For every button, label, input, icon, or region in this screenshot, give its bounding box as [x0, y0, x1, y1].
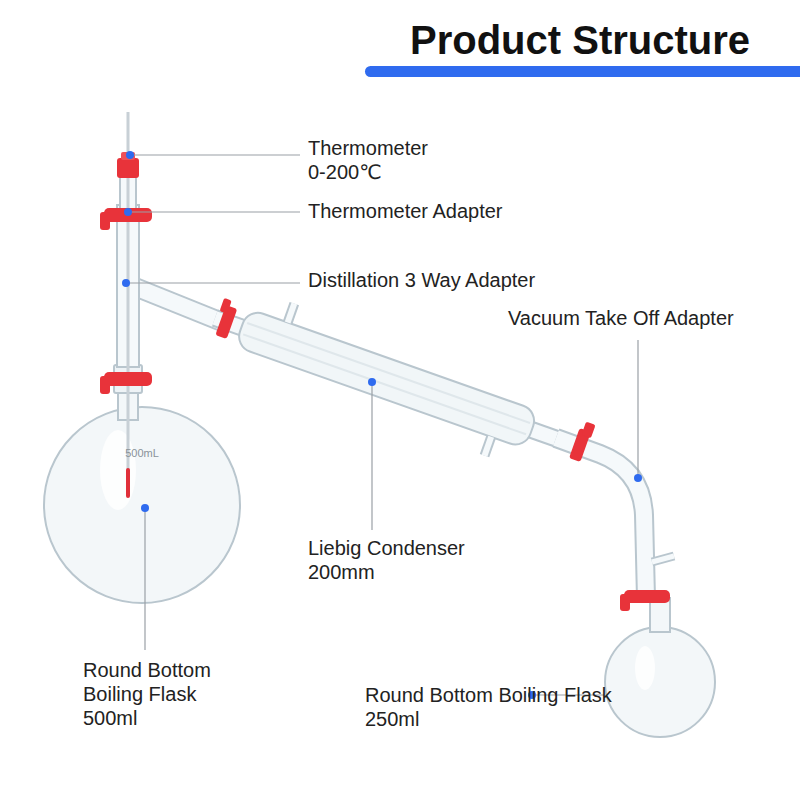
glass-highlight	[100, 430, 136, 510]
part-label: Thermometer Adapter	[308, 199, 608, 223]
clip-tab	[620, 594, 630, 611]
hose-nipple	[485, 437, 492, 456]
cooling-jacket	[235, 308, 539, 448]
inner-wall	[243, 334, 526, 434]
leader-lines	[126, 155, 638, 695]
boiling-flask-small	[605, 627, 715, 737]
vacuum-adapter	[556, 438, 646, 598]
part-label: Distillation 3 Way Adapter	[308, 268, 638, 292]
hose-nipple	[288, 304, 295, 323]
leader-line	[130, 154, 300, 155]
leader-dot	[141, 504, 149, 512]
page-title: Product Structure	[410, 16, 750, 64]
title-bar	[365, 66, 800, 77]
vacuum-adapter-outline	[556, 438, 646, 598]
joint-clip	[100, 372, 152, 394]
part-label: Round Bottom Boiling Flask 250ml	[365, 683, 635, 731]
screw-cap-top	[121, 152, 135, 160]
leader-line	[144, 508, 145, 650]
side-arm-outline	[135, 287, 222, 322]
clip-body	[104, 208, 152, 222]
joint-clip	[100, 208, 152, 230]
clip-body	[624, 590, 670, 603]
glass-highlight	[635, 646, 655, 690]
clip-tab	[581, 422, 595, 439]
inner-wall	[247, 323, 530, 423]
clip-tab	[100, 376, 110, 394]
leader-line	[126, 282, 300, 283]
side-arm	[135, 287, 222, 322]
leader-dots	[122, 151, 642, 699]
leader-line	[371, 382, 372, 530]
leader-dot	[122, 279, 130, 287]
part-label: Vacuum Take Off Adapter	[508, 306, 798, 330]
boiling-flask-large	[44, 407, 240, 603]
volume-marking: 500mL	[112, 447, 172, 460]
clip-tab	[100, 212, 110, 230]
leader-line	[637, 340, 638, 478]
leader-dot	[368, 378, 376, 386]
joint-clip	[620, 590, 670, 611]
clip-tab	[220, 298, 232, 314]
part-label: Round Bottom Boiling Flask 500ml	[83, 658, 233, 730]
leader-dot	[124, 208, 132, 216]
hose-nipple	[288, 304, 295, 323]
leader-line	[128, 211, 300, 212]
vacuum-nipple	[652, 556, 674, 562]
joint-clip	[569, 420, 596, 462]
part-label: Liebig Condenser 200mm	[308, 536, 488, 584]
screw-cap	[117, 158, 139, 178]
flask-neck	[650, 598, 670, 632]
leader-dot	[634, 474, 642, 482]
clip-body	[104, 372, 152, 386]
thermometer-bulb	[126, 470, 130, 496]
vacuum-nipple	[652, 556, 674, 562]
leader-dot	[126, 151, 134, 159]
part-label: Thermometer 0-200℃	[308, 136, 448, 184]
hose-nipple	[485, 437, 492, 456]
